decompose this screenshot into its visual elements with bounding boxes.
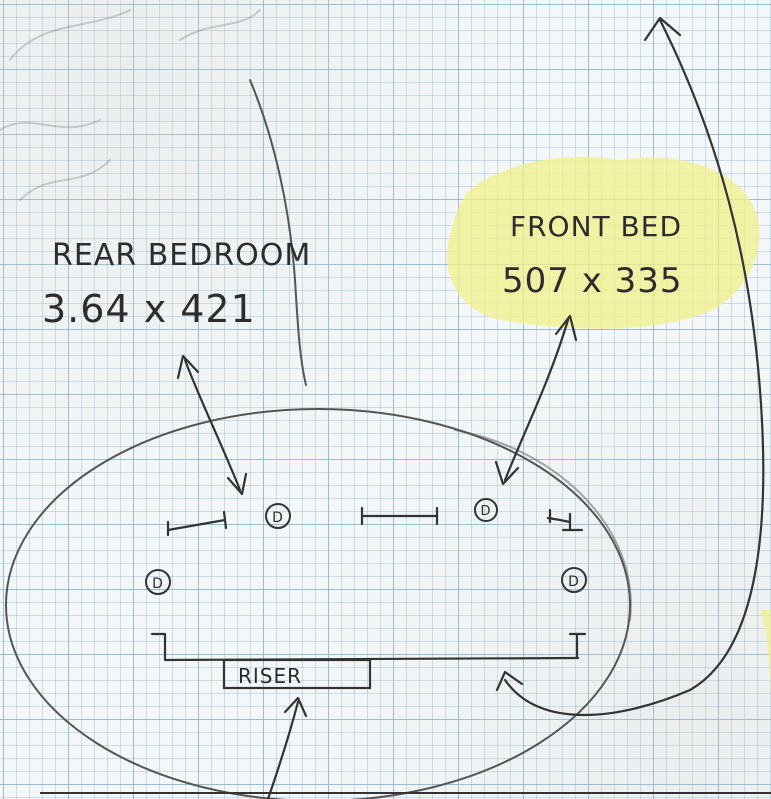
rear-bedroom-arrow-head-bottom (226, 472, 248, 496)
wall-segments (150, 506, 587, 662)
highlighter-right-edge (760, 610, 771, 700)
rear-bedroom-dimensions: 3.64 x 421 (42, 287, 256, 331)
loop-arrow-path (503, 18, 765, 716)
pencil-vertical-stroke (249, 79, 307, 386)
svg-text:D: D (568, 574, 580, 590)
svg-text:D: D (480, 504, 491, 519)
faint-background-scribbles (0, 9, 261, 201)
front-bed-title: FRONT BED (510, 210, 682, 243)
rear-bedroom-arrow (183, 358, 242, 492)
riser-arrow (266, 700, 300, 799)
floor-outline-ellipse (5, 408, 631, 799)
loop-arrow-head-bottom (495, 670, 524, 692)
loop-arrow-head-top (643, 16, 682, 42)
rear-bedroom-title: REAR BEDROOM (52, 238, 311, 273)
riser-arrow-head (283, 696, 308, 718)
marker-2: D (474, 498, 498, 522)
svg-text:D: D (152, 576, 164, 592)
svg-text:D: D (272, 510, 284, 526)
front-bed-arrow-head-top (554, 314, 578, 342)
marker-3: D (145, 569, 171, 595)
front-bed-arrow-head-bottom (494, 460, 520, 486)
faint-arc (454, 429, 632, 621)
riser-label: RISER (238, 664, 302, 688)
rear-bedroom-arrow-head-top (176, 354, 200, 380)
front-bed-arrow (503, 318, 570, 482)
marker-4: D (561, 567, 587, 593)
riser-box (222, 658, 372, 690)
front-bed-dimensions: 507 x 335 (502, 261, 683, 301)
highlighter-front-bed (447, 156, 760, 329)
marker-1: D (265, 503, 291, 529)
